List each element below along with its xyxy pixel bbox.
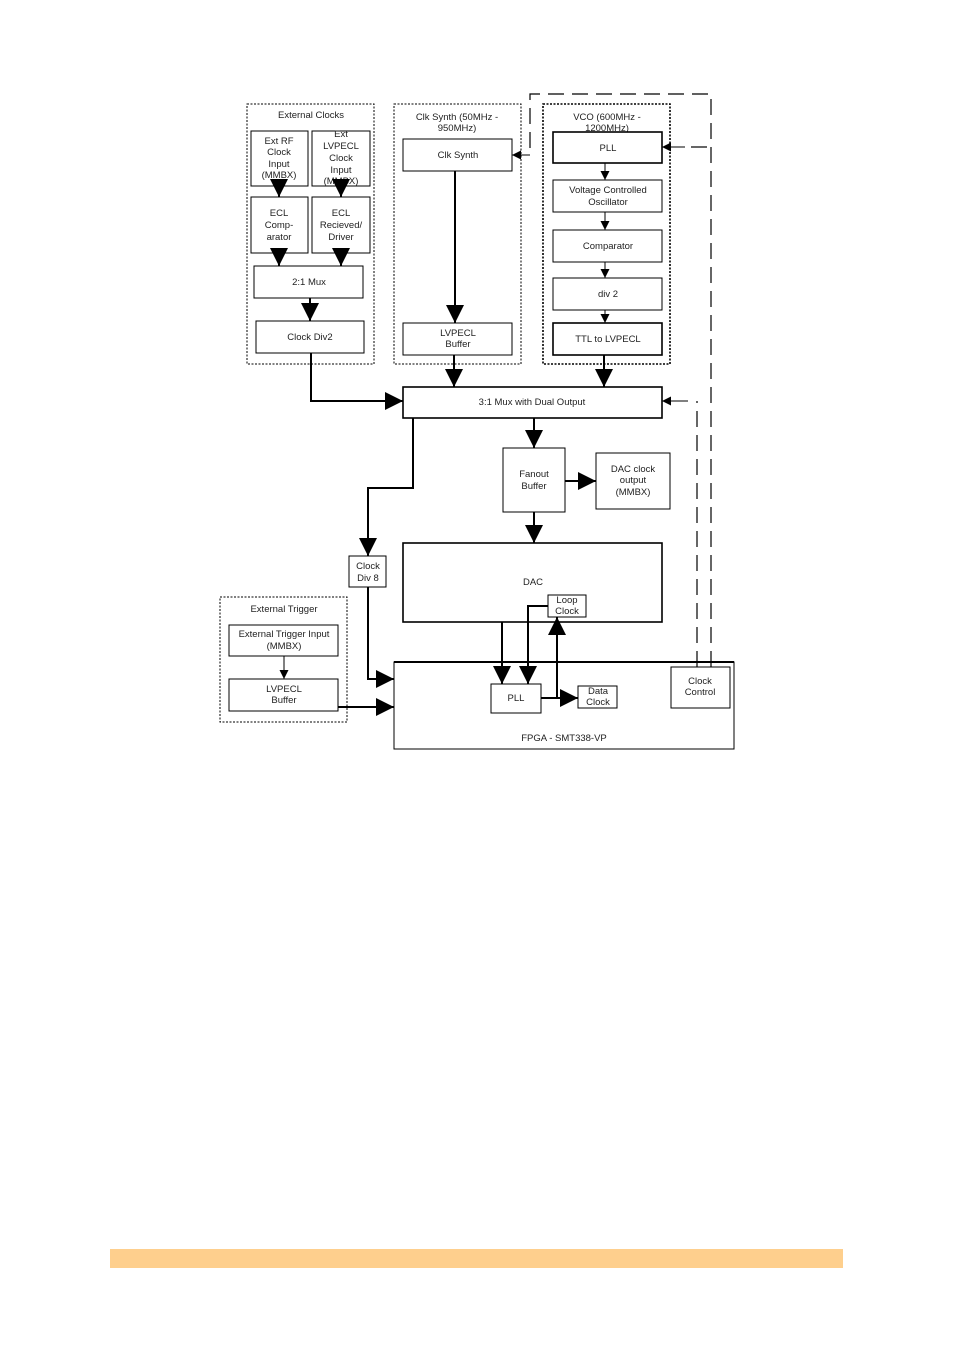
group-title-line: 950MHz) [438, 123, 477, 134]
wire-div2-to-mux31 [310, 353, 403, 410]
block-clock-div8[interactable]: Clock Div 8 [348, 555, 387, 588]
block-voltage-controlled-oscillator[interactable]: Voltage Controlled Oscillator [552, 179, 663, 213]
label-line: Driver [328, 232, 353, 243]
label-line: LVPECL [266, 684, 302, 695]
block-3-1-mux[interactable]: 3:1 Mux with Dual Output [402, 386, 663, 419]
label: Clock Div2 [287, 332, 332, 343]
label: PLL [600, 143, 617, 154]
wire-mux31-to-div8 [359, 418, 414, 556]
group-title-line: 1200MHz) [585, 123, 629, 134]
label-line: Recieved/ [320, 220, 363, 231]
block-comparator[interactable]: Comparator [552, 229, 663, 263]
label-line: Input [330, 165, 351, 176]
label-line: LVPECL [440, 328, 476, 339]
block-div2[interactable]: div 2 [552, 277, 663, 311]
control-connections [512, 93, 712, 667]
block-clk-synth[interactable]: Clk Synth [402, 138, 513, 172]
wire-div8-to-fpga [367, 587, 394, 688]
label: TTL to LVPECL [575, 334, 640, 345]
label: 2:1 Mux [292, 277, 326, 288]
block-data-clock[interactable]: Data Clock [577, 685, 618, 709]
block-ecl-receiver-driver[interactable]: ECL Recieved/ Driver [311, 196, 371, 254]
label-line: Clock [356, 561, 380, 572]
block-clock-control[interactable]: Clock Control [670, 666, 731, 709]
label-line: Ext RF [264, 136, 293, 147]
label: FPGA - SMT338-VP [521, 733, 607, 744]
block-fanout-buffer[interactable]: Fanout Buffer [502, 447, 566, 513]
label-line: Clock [586, 697, 610, 708]
label-line: Fanout [519, 469, 549, 480]
label-line: LVPECL [323, 141, 359, 152]
label: 3:1 Mux with Dual Output [479, 397, 586, 408]
label-line: Clock [329, 153, 353, 164]
block-ecl-comparator[interactable]: ECL Comp- arator [250, 196, 309, 254]
label-line: (MMBX) [616, 487, 651, 498]
group-title-external-trigger: External Trigger [250, 604, 317, 615]
label-line: External Trigger Input [239, 629, 330, 640]
label-line: Ext [334, 129, 348, 140]
connections [270, 163, 613, 716]
wire-loopclock-to-pll [519, 605, 548, 684]
label-line: output [620, 475, 647, 486]
label-line: Clock [267, 147, 291, 158]
block-pll-fpga[interactable]: PLL [490, 683, 542, 714]
block-lvpecl-buffer-trigger[interactable]: LVPECL Buffer [228, 678, 339, 712]
label-line: Div 8 [357, 573, 379, 584]
label-line: Clock [688, 676, 712, 687]
block-external-trigger-input[interactable]: External Trigger Input (MMBX) [228, 624, 339, 657]
group-title-line: Clk Synth (50MHz - [416, 112, 498, 123]
block-pll-vco[interactable]: PLL [552, 131, 663, 164]
label-line: (MMBX) [267, 641, 302, 652]
label-line: arator [267, 232, 292, 243]
block-clock-div2[interactable]: Clock Div2 [255, 320, 365, 354]
label-line: ECL [270, 208, 288, 219]
label-line: (MMBX) [324, 176, 359, 187]
block-ext-rf-clock-input[interactable]: Ext RF Clock Input (MMBX) [250, 130, 309, 187]
label-line: Clock [555, 606, 579, 617]
label-line: Control [685, 687, 716, 698]
block-loop-clock[interactable]: Loop Clock [547, 594, 587, 618]
footer-bar [110, 1249, 843, 1268]
label-line: Buffer [521, 481, 546, 492]
block-lvpecl-buffer-synth[interactable]: LVPECL Buffer [402, 322, 513, 356]
block-2-1-mux[interactable]: 2:1 Mux [253, 265, 364, 299]
block-dac[interactable]: DAC [402, 542, 663, 623]
label: PLL [508, 693, 525, 704]
label-line: Buffer [271, 695, 296, 706]
label-line: Buffer [445, 339, 470, 350]
block-ext-lvpecl-clock-input[interactable]: Ext LVPECL Clock Input (MMBX) [311, 129, 371, 187]
label-line: (MMBX) [262, 170, 297, 181]
dash-clockcontrol-to-clksynth [529, 93, 712, 667]
block-ttl-to-lvpecl[interactable]: TTL to LVPECL [552, 322, 663, 356]
block-dac-clock-output[interactable]: DAC clock output (MMBX) [595, 452, 671, 510]
label-line: Comp- [265, 220, 294, 231]
group-title-external-clocks: External Clocks [278, 110, 344, 121]
label-line: DAC clock [611, 464, 656, 475]
label: Comparator [583, 241, 633, 252]
label-line: Voltage Controlled [569, 185, 647, 196]
label-line: Oscillator [588, 197, 628, 208]
label-line: ECL [332, 208, 350, 219]
group-title-line: VCO (600MHz - [573, 112, 641, 123]
label: Clk Synth [438, 150, 479, 161]
label-line: Data [588, 686, 609, 697]
label: DAC [523, 577, 543, 588]
label-line: Loop [556, 595, 577, 606]
label: div 2 [598, 289, 618, 300]
label-line: Input [268, 159, 289, 170]
